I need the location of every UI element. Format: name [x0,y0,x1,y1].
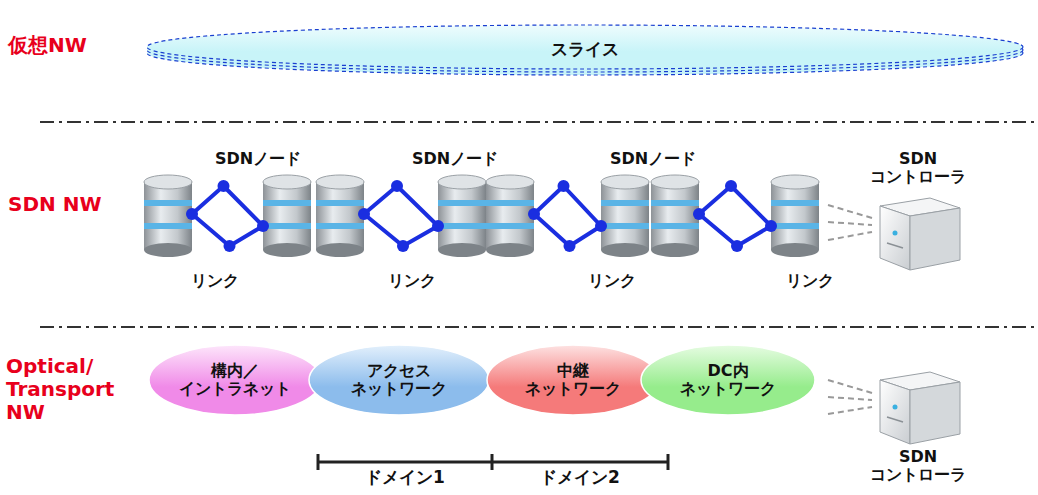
layer-name: 仮想NW [8,34,87,57]
network-ellipse: 構内／ イントラネット [148,344,322,416]
controller-label: SDN コントローラ [862,150,974,187]
domain-label: ドメイン1 [365,468,445,488]
link-graphs [186,180,777,252]
controller-servers [880,198,960,444]
node-text: 中継 ネットワーク [510,362,635,399]
slice-ellipse: スライス [145,22,1025,78]
sdn-node-label: SDNノード [412,150,498,168]
network-ellipse: アクセス ネットワーク [308,344,490,416]
controller-lines [828,205,872,414]
sdn-node-icons [144,175,819,257]
layer-name: SDN NW [8,193,102,216]
network-ellipse: DC内 ネットワーク [640,344,816,416]
node-text: スライス [551,40,619,60]
link-label: リンク [588,272,636,290]
controller-label: SDN コントローラ [862,448,974,485]
node-text: 構内／ イントラネット [172,362,297,399]
node-text: アクセス ネットワーク [333,362,464,399]
link-label: リンク [388,272,436,290]
layer-name: Optical/ Transport NW [6,355,106,424]
sdn-node-label: SDNノード [215,150,301,168]
node-text: DC内 ネットワーク [665,362,792,399]
layer-separator [40,121,1038,123]
link-label: リンク [191,272,239,290]
domain-label: ドメイン2 [540,468,620,488]
link-label: リンク [786,272,834,290]
sdn-node-label: SDNノード [610,150,696,168]
layer-separator [40,326,1038,328]
network-ellipse: 中継 ネットワーク [486,344,660,416]
